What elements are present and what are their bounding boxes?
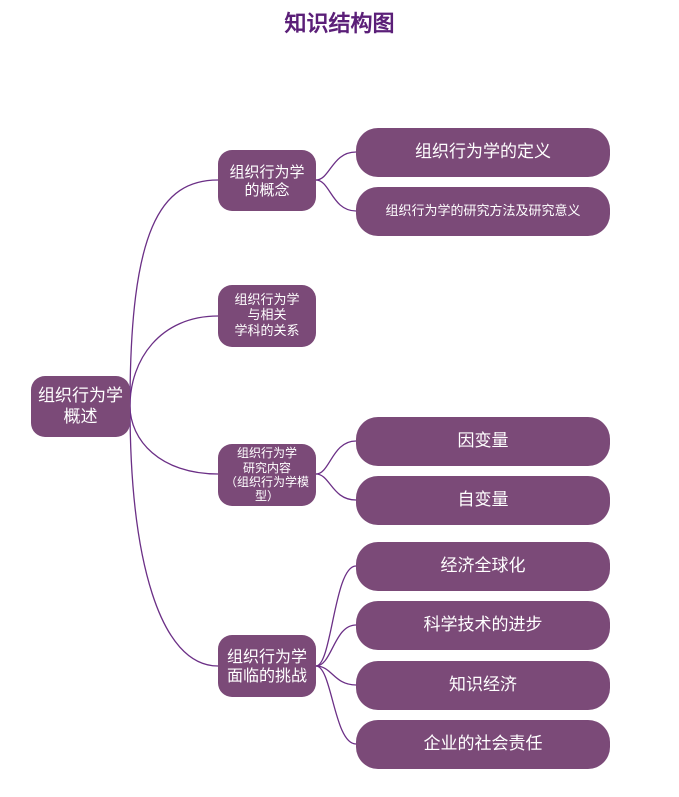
leaf-node-social-responsibility[interactable]: 企业的社会责任 (356, 720, 610, 769)
branch-node-research-content[interactable]: 组织行为学 研究内容 （组织行为学模型） (218, 444, 316, 506)
branch-node-challenges[interactable]: 组织行为学 面临的挑战 (218, 635, 316, 697)
connector-root-branch-1 (129, 179, 219, 407)
leaf-node-tech-progress[interactable]: 科学技术的进步 (356, 601, 610, 650)
connector-b1-leaf-1 (315, 151, 357, 181)
connector-b4-leaf-2 (315, 624, 357, 667)
leaf-node-independent-variable-label: 自变量 (457, 490, 509, 511)
connector-b4-leaf-3 (315, 665, 357, 686)
leaf-node-knowledge-economy-label: 知识经济 (449, 675, 517, 696)
connector-root-branch-3 (129, 405, 219, 475)
leaf-node-dependent-variable[interactable]: 因变量 (356, 417, 610, 466)
branch-node-research-content-label: 组织行为学 研究内容 （组织行为学模型） (224, 446, 309, 504)
branch-node-challenges-label: 组织行为学 面临的挑战 (226, 646, 307, 685)
connector-b3-leaf-2 (315, 473, 357, 501)
root-node-label: 组织行为学 概述 (38, 386, 123, 427)
leaf-node-definition-label: 组织行为学的定义 (415, 142, 551, 163)
branch-node-related-disciplines[interactable]: 组织行为学 与相关 学科的关系 (218, 285, 316, 347)
leaf-node-research-methods-label: 组织行为学的研究方法及研究意义 (385, 203, 581, 219)
leaf-node-knowledge-economy[interactable]: 知识经济 (356, 661, 610, 710)
branch-node-concept-label: 组织行为学 的概念 (229, 162, 305, 199)
leaf-node-social-responsibility-label: 企业的社会责任 (423, 734, 543, 755)
leaf-node-definition[interactable]: 组织行为学的定义 (356, 128, 610, 177)
connector-root-branch-4 (129, 405, 219, 667)
branch-node-related-disciplines-label: 组织行为学 与相关 学科的关系 (234, 292, 300, 339)
leaf-node-research-methods[interactable]: 组织行为学的研究方法及研究意义 (356, 187, 610, 236)
leaf-node-independent-variable[interactable]: 自变量 (356, 476, 610, 525)
leaf-node-tech-progress-label: 科学技术的进步 (423, 615, 543, 636)
connector-b1-leaf-2 (315, 179, 357, 212)
connector-b3-leaf-1 (315, 440, 357, 475)
connector-b4-leaf-4 (315, 665, 357, 745)
connector-root-branch-2 (129, 315, 219, 407)
leaf-node-globalization-label: 经济全球化 (440, 556, 526, 577)
root-node[interactable]: 组织行为学 概述 (31, 376, 130, 437)
diagram-title: 知识结构图 (284, 12, 395, 37)
leaf-node-dependent-variable-label: 因变量 (457, 431, 509, 452)
connector-b4-leaf-1 (315, 565, 357, 667)
branch-node-concept[interactable]: 组织行为学 的概念 (218, 150, 316, 211)
leaf-node-globalization[interactable]: 经济全球化 (356, 542, 610, 591)
